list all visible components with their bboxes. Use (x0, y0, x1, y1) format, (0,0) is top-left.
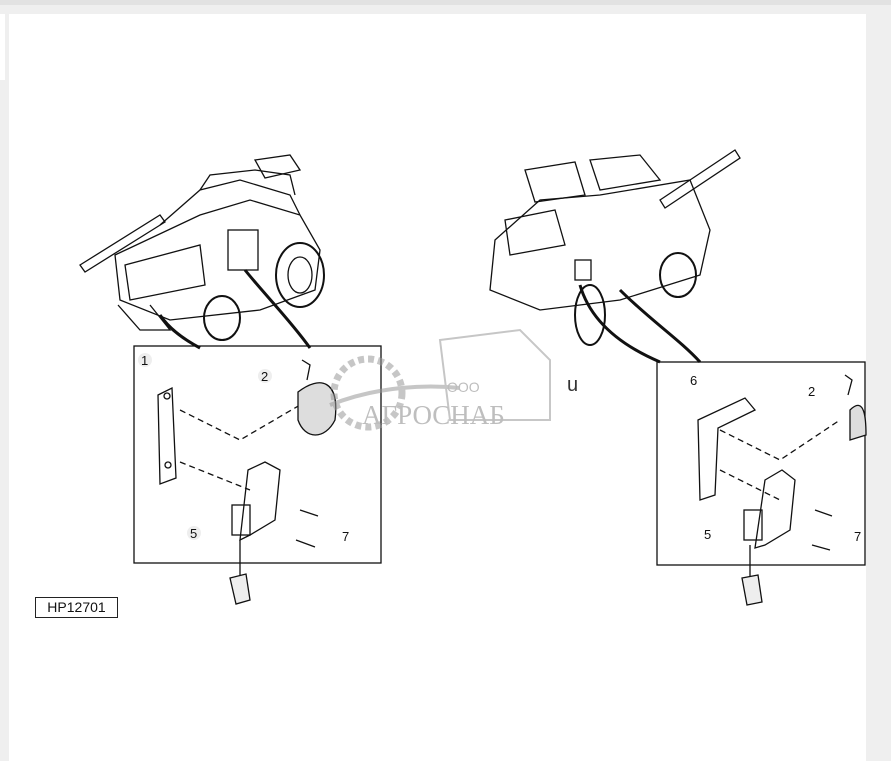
callout-5: 5 (190, 526, 197, 541)
right-combine-illustration (489, 149, 741, 364)
side-tab (0, 14, 5, 80)
left-detail-box (133, 345, 382, 605)
right-callouts: 6 2 5 7 (690, 373, 861, 544)
callout-2: 2 (808, 384, 815, 399)
agrosnab-watermark: ООО АГРОСНАБ (329, 328, 551, 431)
callout-1: 1 (141, 353, 148, 368)
left-combine-illustration (79, 154, 325, 350)
left-callouts: 1 2 5 7 (138, 353, 349, 544)
callout-6: 6 (690, 373, 697, 388)
callout-7: 7 (854, 529, 861, 544)
stray-text: u (567, 374, 579, 396)
callout-7: 7 (342, 529, 349, 544)
watermark-prefix: ООО (447, 379, 480, 395)
callout-2: 2 (261, 369, 268, 384)
callout-5: 5 (704, 527, 711, 542)
top-bar (0, 0, 891, 5)
right-detail-box (656, 361, 867, 606)
figure-reference-code: HP12701 (35, 597, 118, 618)
watermark-name: АГРОСНАБ (362, 400, 505, 430)
